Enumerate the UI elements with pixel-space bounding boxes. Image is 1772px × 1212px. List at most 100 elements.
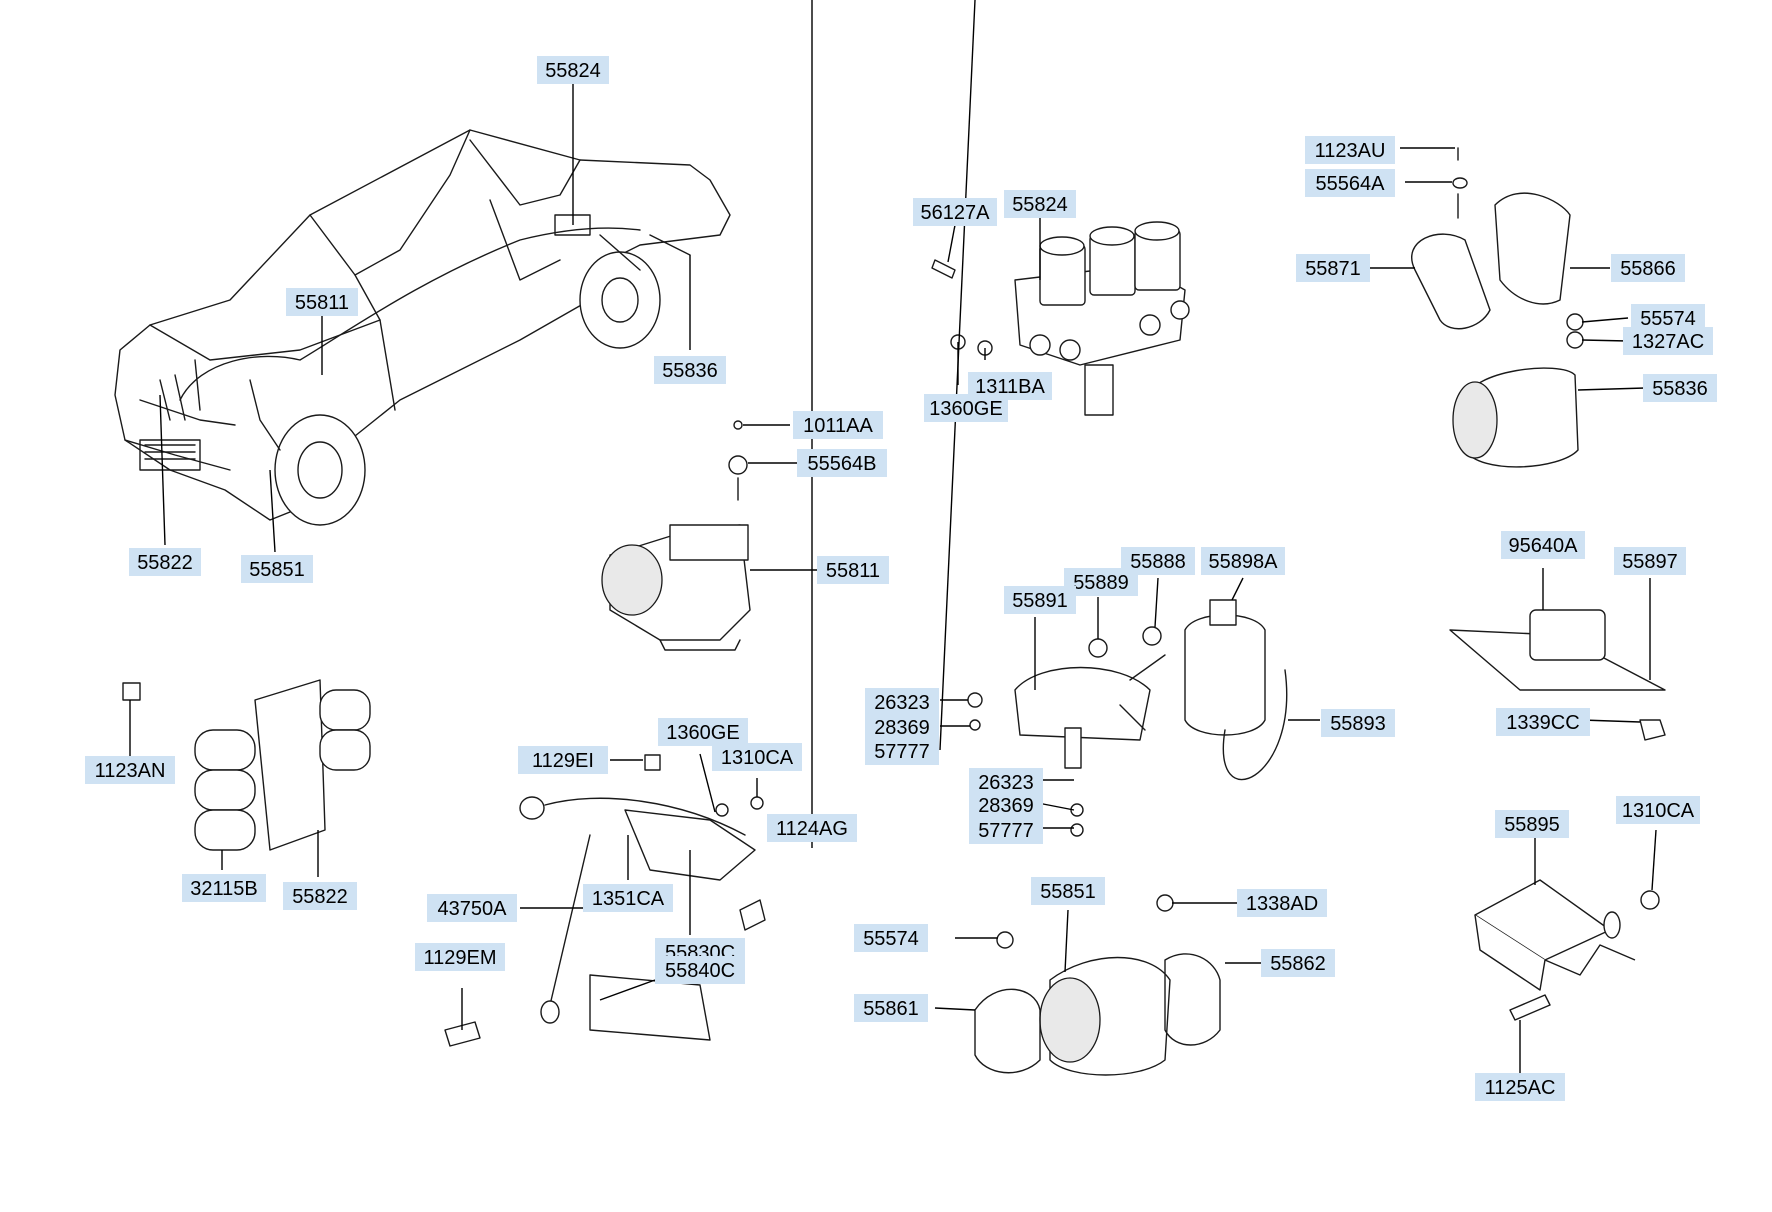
callout-box	[924, 394, 1008, 422]
part-number-label: 55836	[1652, 378, 1708, 400]
part-number-label: 1338AD	[1246, 893, 1318, 915]
part-callout: 26323	[865, 688, 939, 716]
part-number-label: 55822	[292, 886, 348, 908]
part-number-label: 55824	[545, 60, 601, 82]
callout-box	[1501, 531, 1585, 559]
part-number-label: 1011AA	[803, 415, 873, 437]
part-number-label: 55851	[1040, 881, 1096, 903]
valve-block-drawing	[931, 221, 1190, 416]
dryer-drawing	[967, 599, 1288, 837]
part-number-label: 1123AU	[1315, 140, 1386, 162]
part-number-label: 1351CA	[592, 888, 665, 910]
callout-box	[865, 713, 939, 741]
callout-box	[1237, 889, 1327, 917]
part-number-label: 1327AC	[1632, 331, 1704, 353]
part-callout: 1327AC	[1623, 327, 1713, 355]
callout-box	[854, 924, 928, 952]
leader-lines	[129, 0, 1657, 1075]
part-callout: 55898A	[1201, 547, 1285, 575]
part-number-label: 55811	[826, 560, 880, 582]
part-number-label: 55851	[249, 559, 305, 581]
part-callout: 55824	[537, 56, 609, 84]
mounting-bracket-drawing	[1474, 879, 1660, 1021]
sensor-bracket-drawing	[1449, 609, 1666, 741]
part-number-label: 55888	[1130, 551, 1186, 573]
part-number-label: 55889	[1073, 572, 1129, 594]
callout-box	[712, 743, 802, 771]
part-callout: 55891	[1004, 586, 1076, 614]
callout-box	[969, 816, 1043, 844]
part-callout: 1124AG	[767, 814, 857, 842]
part-number-label: 55897	[1622, 551, 1678, 573]
part-number-label: 55836	[662, 360, 718, 382]
part-number-label: 55891	[1012, 590, 1068, 612]
part-number-label: 55895	[1504, 814, 1560, 836]
part-callout: 55893	[1321, 709, 1395, 737]
callout-box	[865, 737, 939, 765]
callout-box	[1004, 586, 1076, 614]
part-number-label: 1129EI	[532, 750, 594, 772]
callout-box	[129, 548, 201, 576]
callout-box	[1321, 709, 1395, 737]
part-callout: 28369	[865, 713, 939, 741]
callout-box	[655, 956, 745, 984]
part-number-label: 1311BA	[975, 376, 1045, 398]
callout-box	[913, 198, 997, 226]
part-number-label: 57777	[978, 820, 1034, 842]
callout-box	[654, 356, 726, 384]
part-number-label: 55574	[1640, 308, 1696, 330]
callout-box	[1004, 190, 1076, 218]
part-callout: 95640A	[1501, 531, 1585, 559]
part-callout: 55889	[1064, 568, 1138, 596]
callout-box	[793, 411, 883, 439]
height-sensor-drawing	[444, 754, 766, 1047]
callout-box	[658, 718, 748, 746]
part-callout: 55861	[854, 994, 928, 1022]
part-callout: 55866	[1611, 254, 1685, 282]
callout-box	[1623, 327, 1713, 355]
callout-box	[1064, 568, 1138, 596]
part-callout: 55895	[1495, 810, 1569, 838]
callout-box	[1614, 547, 1686, 575]
callout-box	[1616, 796, 1700, 824]
part-number-label: 43750A	[438, 898, 508, 920]
callout-box	[283, 882, 357, 910]
part-callout: 1125AC	[1475, 1073, 1565, 1101]
part-number-label: 28369	[874, 717, 930, 739]
part-callout: 1123AU	[1305, 136, 1395, 164]
reservoir-clamps-drawing	[974, 894, 1221, 1076]
callout-box	[1305, 136, 1395, 164]
part-callout: 55871	[1296, 254, 1370, 282]
part-number-label: 1310CA	[721, 747, 794, 769]
part-callout: 55888	[1121, 547, 1195, 575]
part-callout: 55574	[854, 924, 928, 952]
part-number-label: 55811	[295, 292, 349, 314]
part-number-label: 1125AC	[1485, 1077, 1556, 1099]
callout-box	[415, 943, 505, 971]
part-callout: 55836	[1643, 374, 1717, 402]
part-callout: 55564A	[1305, 169, 1395, 197]
callout-box	[1296, 254, 1370, 282]
part-callout: 1338AD	[1237, 889, 1327, 917]
part-number-label: 28369	[978, 795, 1034, 817]
callout-box	[854, 994, 928, 1022]
part-callout: 55822	[129, 548, 201, 576]
reservoir-drawing	[1411, 147, 1584, 468]
part-number-label: 1310CA	[1622, 800, 1695, 822]
callout-box	[537, 56, 609, 84]
part-number-label: 1339CC	[1506, 712, 1579, 734]
callout-box	[1261, 949, 1335, 977]
callout-box	[182, 874, 266, 902]
part-number-label: 55840C	[665, 960, 735, 982]
part-callout: 55811	[286, 288, 358, 316]
callout-box	[583, 884, 673, 912]
callout-box	[1643, 374, 1717, 402]
callout-box	[1611, 254, 1685, 282]
part-callout: 55862	[1261, 949, 1335, 977]
callout-box	[1495, 810, 1569, 838]
part-callout: 43750A	[427, 894, 517, 922]
relay-block-drawing	[122, 679, 371, 851]
part-callout: 32115B	[182, 874, 266, 902]
part-callout: 57777	[865, 737, 939, 765]
